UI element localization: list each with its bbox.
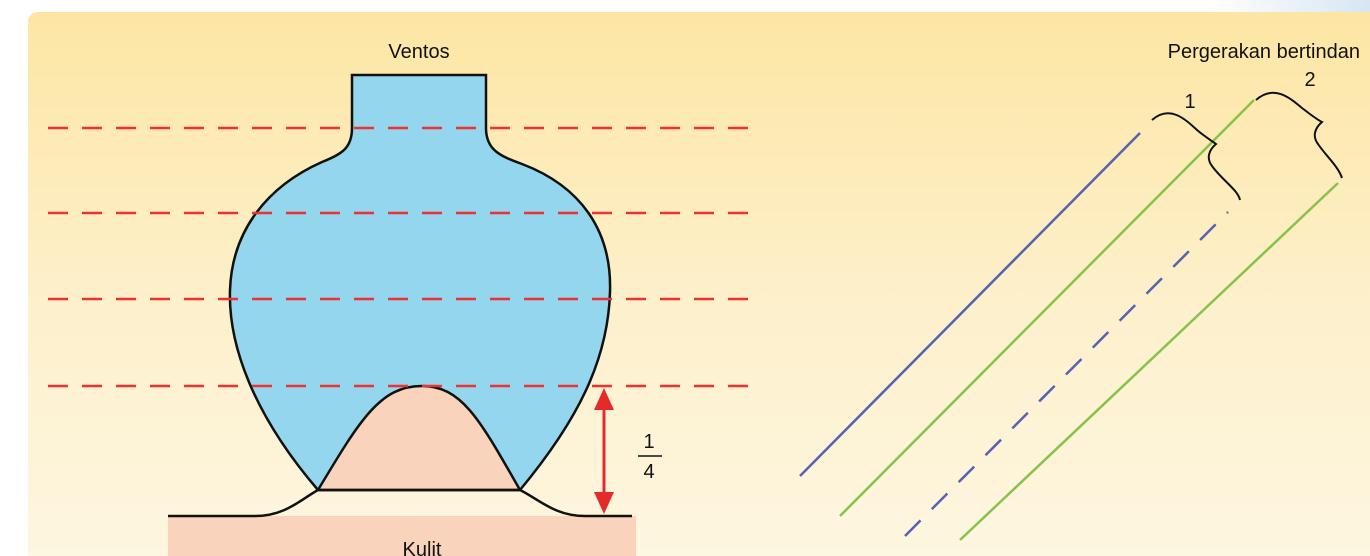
blue-stroke-dashed — [905, 212, 1228, 536]
fraction-numerator: 1 — [643, 431, 654, 453]
step-2-label: 2 — [1304, 69, 1315, 91]
brace-2 — [1256, 93, 1342, 178]
skin-surface-line — [168, 490, 632, 516]
fraction-denominator: 4 — [643, 461, 654, 483]
kulit-label: Kulit — [403, 539, 442, 556]
ventos-label: Ventos — [388, 41, 449, 63]
step-1-label: 1 — [1184, 91, 1195, 113]
green-stroke-2 — [960, 183, 1338, 540]
height-arrow-head-down — [594, 492, 614, 514]
pergerakan-label: Pergerakan bertindan — [1168, 41, 1360, 63]
green-stroke-1 — [840, 100, 1254, 516]
height-arrow-head-up — [594, 388, 614, 410]
blue-stroke-solid — [800, 133, 1140, 476]
